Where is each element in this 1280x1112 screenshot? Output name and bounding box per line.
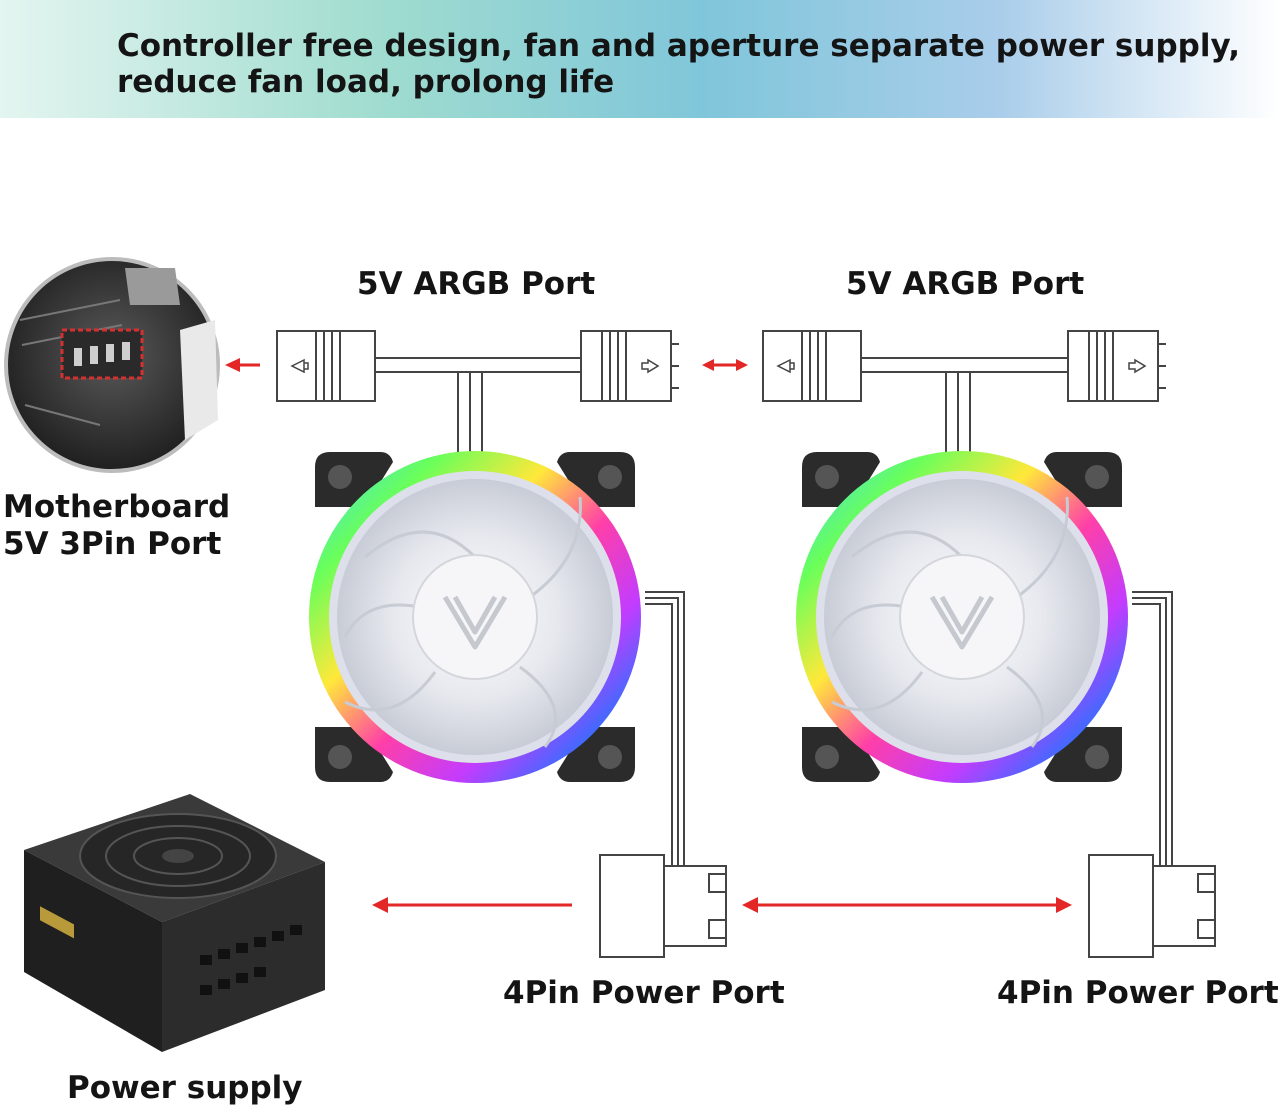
molex-connector-right (1088, 854, 1216, 958)
power-supply-unit (24, 794, 325, 1052)
power-supply-label: Power supply (67, 1070, 303, 1106)
arrow-argb-link (702, 359, 748, 371)
arrow-to-motherboard (225, 358, 260, 372)
headline: Controller free design, fan and aperture… (117, 28, 1267, 100)
headline-line-2: reduce fan load, prolong life (117, 64, 615, 100)
argb-cable-right (762, 330, 1167, 455)
argb-cable-left (276, 330, 680, 455)
headline-line-1: Controller free design, fan and aperture… (117, 28, 1241, 64)
arrow-power-link (742, 897, 1072, 913)
motherboard-label-line-2: 5V 3Pin Port (3, 526, 222, 562)
fan-right (796, 451, 1128, 783)
arrow-to-power-supply (372, 897, 572, 913)
power-port-label-left: 4Pin Power Port (503, 975, 785, 1011)
molex-connector-left (599, 854, 727, 958)
motherboard-label-line-1: Motherboard (3, 489, 231, 525)
argb-port-label-right: 5V ARGB Port (846, 266, 1085, 302)
power-cable-right (1132, 591, 1173, 868)
header-banner (0, 0, 1280, 118)
power-port-label-right: 4Pin Power Port (997, 975, 1279, 1011)
argb-port-label-left: 5V ARGB Port (357, 266, 596, 302)
motherboard-photo (4, 257, 220, 473)
motherboard-label: Motherboard 5V 3Pin Port (3, 489, 230, 563)
power-cable-left (645, 591, 685, 868)
fan-left (309, 451, 641, 783)
